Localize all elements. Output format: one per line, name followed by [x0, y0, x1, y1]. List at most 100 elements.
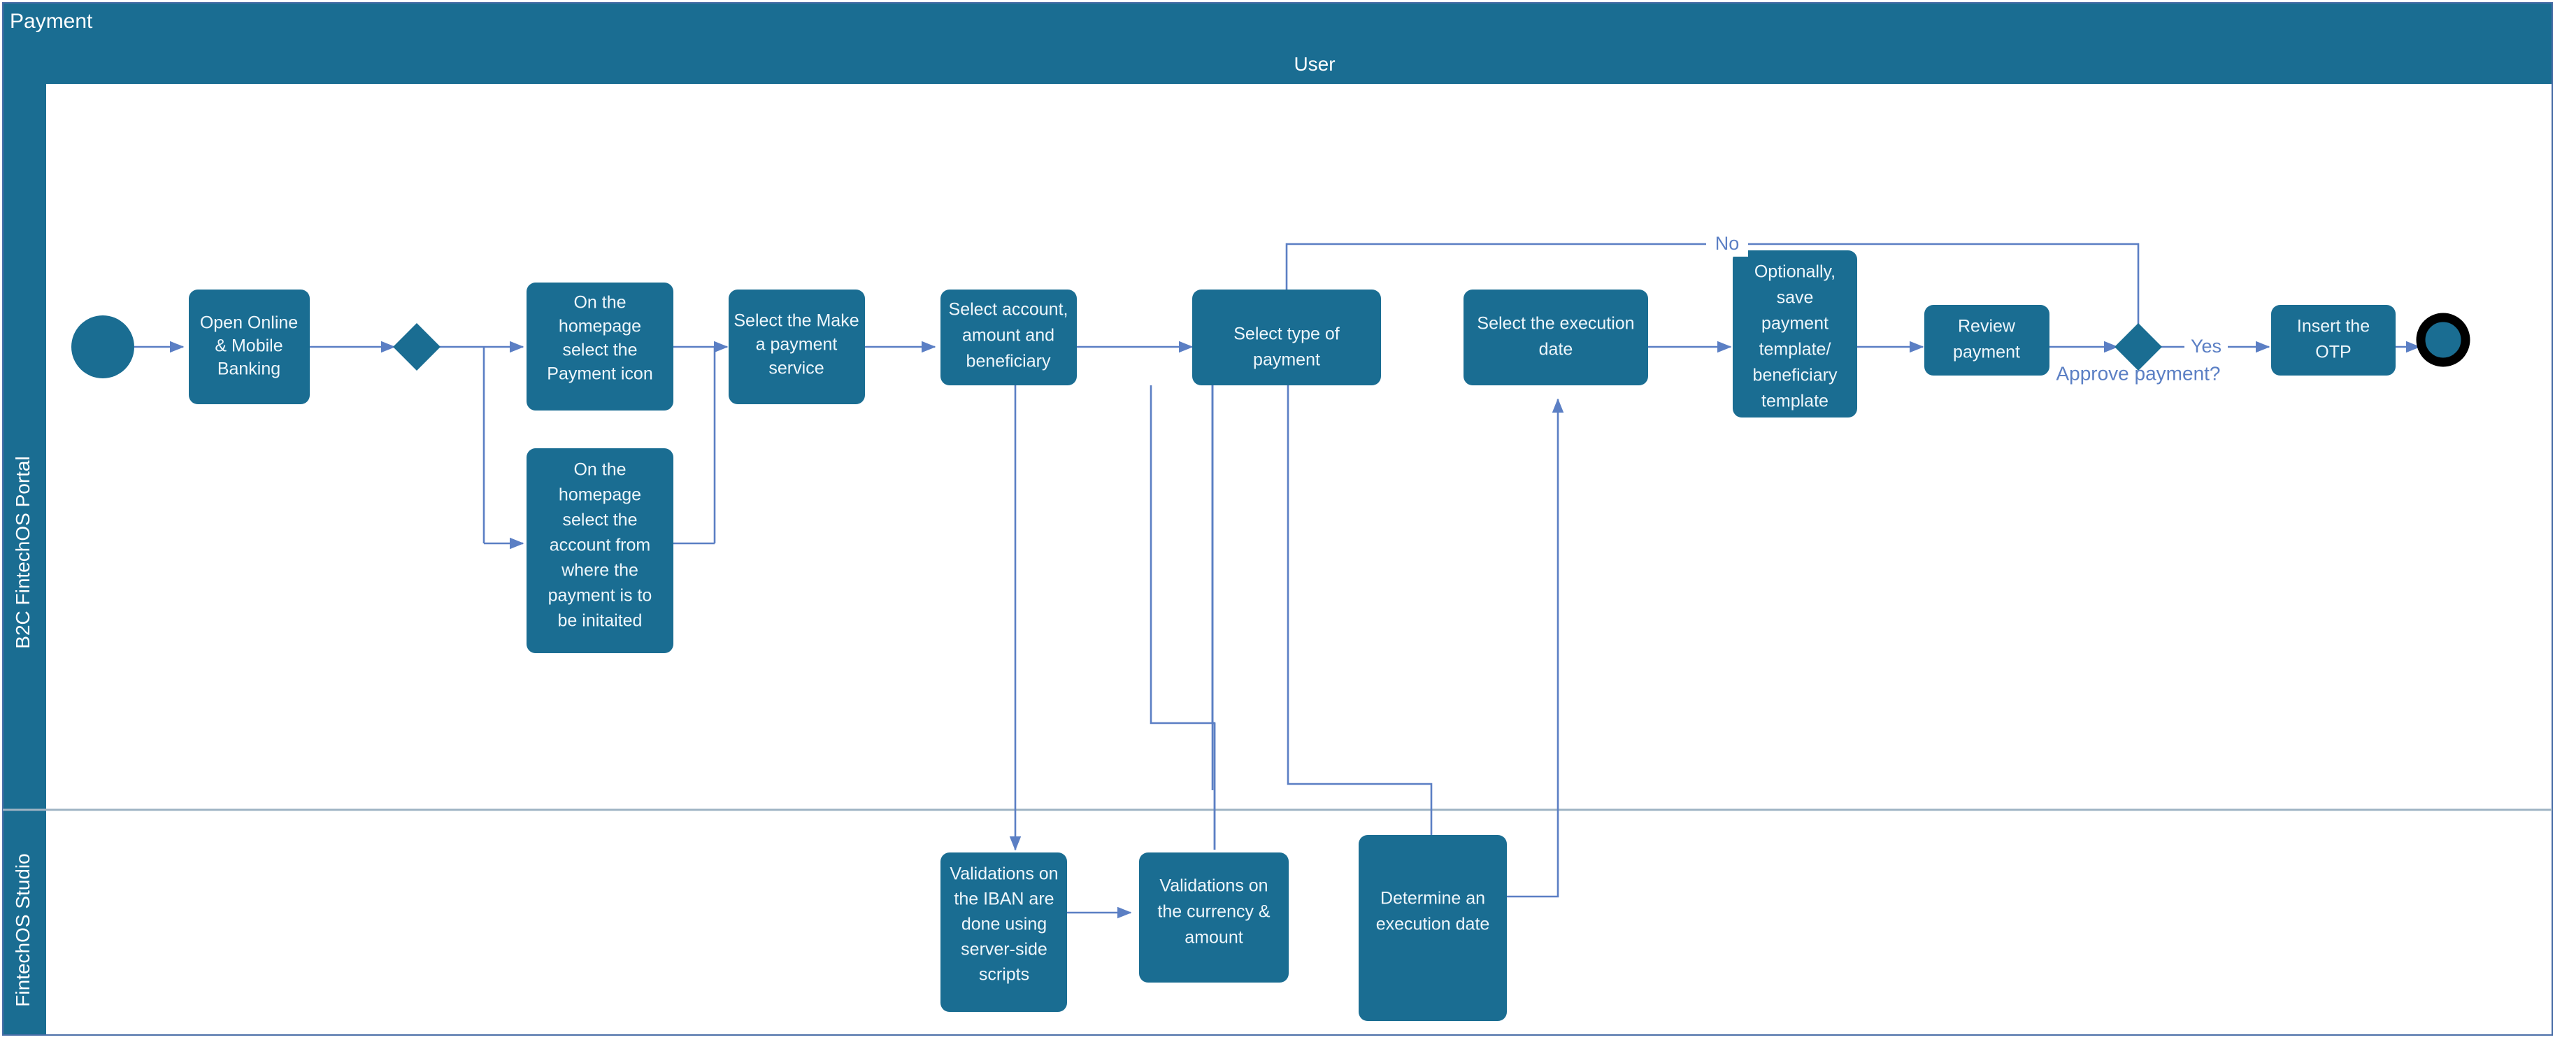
exclusive-gateway-approve-payment[interactable]: Approve payment? [2056, 323, 2221, 384]
task-label-line-7: be initaited [558, 611, 643, 631]
task-label-line-3: done using [961, 915, 1047, 934]
task-box[interactable] [189, 290, 310, 404]
task-label-line-6: payment is to [548, 586, 652, 606]
task-box[interactable] [527, 283, 673, 411]
flow-type-of-payment-to-determine-date [1287, 385, 1438, 851]
start-event-circle [71, 315, 134, 378]
task-label-line-3: select the [562, 511, 637, 530]
task-label-line-5: scripts [979, 965, 1029, 985]
flow-determine-date-to-execution-date [1507, 398, 1564, 898]
task-select-the-execution-date[interactable]: Select the execution date [1464, 290, 1648, 385]
task-box[interactable] [940, 852, 1067, 1012]
task-label-line-1: Validations on [950, 864, 1058, 884]
end-event-ring [2416, 313, 2470, 367]
lane-body-background [46, 84, 2552, 1035]
task-box[interactable] [1464, 290, 1648, 385]
exclusive-gateway-entry[interactable] [393, 323, 441, 371]
task-label-line-2: homepage [559, 485, 641, 505]
task-label-line-3: amount [1185, 928, 1243, 948]
flow-label-yes-backdrop [2184, 334, 2228, 359]
task-label-line-1: Review [1958, 317, 2016, 336]
gateway-diamond[interactable] [393, 323, 441, 371]
task-label-line-1: Select the execution [1477, 314, 1634, 334]
pool-title-band [3, 3, 2552, 42]
task-box[interactable] [1359, 835, 1507, 1021]
task-review-payment[interactable]: Review payment [1924, 305, 2049, 376]
task-box[interactable] [1733, 250, 1857, 417]
task-label-line-2: payment [1953, 343, 2020, 362]
lane-label-b2c-fintechos-portal: B2C FintechOS Portal [12, 456, 34, 648]
task-label-line-4: account from [550, 536, 651, 555]
task-label-line-2: amount and [962, 326, 1054, 345]
task-label-line-2: homepage [559, 317, 641, 336]
flow-label-no-backdrop [1706, 231, 1748, 257]
task-determine-execution-date[interactable]: Determine an execution date [1359, 835, 1507, 1021]
flow-cross-route-jog [1150, 385, 1215, 725]
end-event-core [2421, 317, 2466, 362]
lane-header-label: User [1294, 53, 1335, 75]
task-label-line-1: Open Online [200, 313, 298, 333]
task-box[interactable] [729, 290, 865, 404]
lane-header-band [3, 42, 2552, 84]
task-label-line-2: execution date [1376, 915, 1490, 934]
task-label-line-3: select the [562, 341, 637, 360]
lane-label-fintechos-studio: FintechOS Studio [12, 853, 34, 1006]
start-event [71, 315, 134, 378]
task-box[interactable] [1139, 852, 1289, 983]
flow-label-no: No [1706, 231, 1748, 257]
task-label-line-4: template/ [1759, 340, 1831, 359]
task-label-line-1: Validations on [1159, 876, 1268, 896]
task-box[interactable] [527, 448, 673, 653]
gateway-diamond[interactable] [2115, 323, 2162, 371]
task-label-line-3: Banking [217, 359, 280, 379]
task-select-make-a-payment-service[interactable]: Select the Make a payment service [729, 290, 865, 404]
task-label-line-3: payment [1761, 314, 1829, 334]
task-homepage-select-account[interactable]: On the homepage select the account from … [527, 448, 673, 653]
task-label-line-2: date [1539, 340, 1573, 359]
task-label-line-4: Payment icon [547, 364, 652, 384]
task-label-line-2: OTP [2315, 343, 2351, 362]
task-select-account-amount-beneficiary[interactable]: Select account, amount and beneficiary [940, 290, 1077, 385]
task-label-line-3: service [768, 359, 824, 378]
task-box[interactable] [2271, 305, 2396, 376]
task-insert-the-otp[interactable]: Insert the OTP [2271, 305, 2396, 376]
task-label-line-4: server-side [961, 940, 1047, 959]
lane-label-column [3, 84, 46, 1035]
flow-approve-no-right [1748, 243, 2140, 326]
flow-label-no-text: No [1715, 233, 1740, 254]
task-label-line-1: Determine an [1380, 889, 1485, 908]
task-label-line-3: beneficiary [966, 352, 1051, 371]
task-homepage-select-payment-icon[interactable]: On the homepage select the Payment icon [527, 283, 673, 411]
pool-title: Payment [10, 10, 93, 33]
task-open-online-mobile-banking[interactable]: Open Online & Mobile Banking [189, 290, 310, 404]
task-label-line-2: payment [1253, 350, 1320, 370]
task-label-line-1: Select type of [1233, 324, 1340, 344]
task-label-line-2: & Mobile [215, 336, 282, 356]
task-optionally-save-payment-template[interactable]: Optionally, save payment template/ benef… [1733, 250, 1857, 417]
task-label-line-1: Select the Make [734, 311, 859, 331]
flow-label-yes: Yes [2184, 334, 2228, 359]
task-label-line-2: the IBAN are [954, 890, 1054, 909]
task-label-line-6: template [1761, 392, 1829, 411]
end-event [2416, 313, 2470, 367]
task-select-type-of-payment[interactable]: Select type of payment [1192, 290, 1381, 385]
task-label-line-1: Insert the [2297, 317, 2370, 336]
task-box[interactable] [1192, 290, 1381, 385]
task-iban-validations[interactable]: Validations on the IBAN are done using s… [940, 852, 1067, 1012]
task-label-line-5: beneficiary [1753, 366, 1838, 385]
task-label-line-2: a payment [756, 335, 838, 355]
task-label-line-5: where the [561, 561, 638, 580]
flow-label-yes-text: Yes [2191, 336, 2221, 357]
task-label-line-1: Optionally, [1754, 262, 1836, 282]
task-label-line-1: Select account, [949, 300, 1068, 320]
task-label-line-1: On the [573, 293, 626, 313]
task-label-line-2: the currency & [1157, 902, 1271, 922]
task-box[interactable] [1924, 305, 2049, 376]
task-label-line-2: save [1777, 288, 1814, 308]
task-currency-amount-validations[interactable]: Validations on the currency & amount [1139, 852, 1289, 983]
task-label-line-1: On the [573, 460, 626, 480]
task-box[interactable] [940, 290, 1077, 385]
